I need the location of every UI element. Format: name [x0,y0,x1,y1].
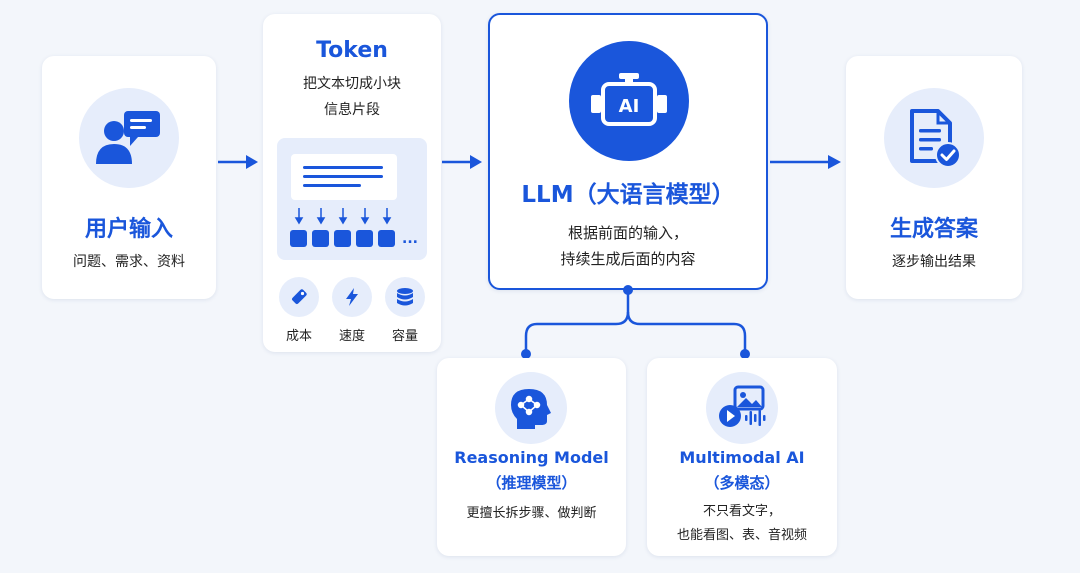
token-block [356,230,373,247]
arrow-llm-to-answer [770,154,844,170]
token-feature-speed: 速度 [326,277,378,344]
token-block [378,230,395,247]
token-card: Token 把文本切成小块 信息片段 ... [263,14,441,352]
document-check-icon [884,88,984,188]
multimodal-desc-line1: 不只看文字， [702,504,781,519]
user-input-title: 用户输入 [84,217,173,242]
arrow-token-to-llm [442,154,484,170]
multimodal-title-line2: （多模态） [704,474,780,492]
multimodal-desc-line2: 也能看图、表、音视频 [676,528,807,543]
reasoning-desc: 更擅长拆步骤、做判断 [466,506,597,521]
token-feature-capacity: 容量 [379,277,431,344]
brain-head-icon [495,372,567,444]
answer-title: 生成答案 [889,217,978,242]
token-desc-line1: 把文本切成小块 [303,76,401,92]
token-illustration: ... [277,138,427,260]
token-block [312,230,329,247]
engine-ai-icon: AI [569,41,689,161]
arrow-user-to-token [218,154,260,170]
feature-label: 速度 [338,329,365,344]
reasoning-title-line2: （推理模型） [486,474,577,492]
split-arrows-icon [294,208,392,225]
answer-card: 生成答案 逐步输出结果 [846,56,1022,299]
answer-desc: 逐步输出结果 [892,254,976,270]
token-block [334,230,351,247]
token-block [290,230,307,247]
text-block-icon [291,154,397,200]
llm-card: AI LLM（大语言模型） 根据前面的输入， 持续生成后面的内容 [488,13,768,290]
tag-icon [279,277,319,317]
ai-text: AI [619,96,640,117]
token-ellipsis: ... [402,230,418,247]
feature-label: 成本 [285,329,312,344]
multimodal-title-line1: Multimodal AI [679,448,805,467]
user-input-card: 用户输入 问题、需求、资料 [42,56,216,299]
llm-desc-line2: 持续生成后面的内容 [560,250,696,268]
token-desc-line2: 信息片段 [324,102,380,118]
llm-desc-line1: 根据前面的输入， [567,224,688,242]
reasoning-title-line1: Reasoning Model [454,448,609,467]
token-title: Token [316,38,388,63]
lightning-icon [332,277,372,317]
user-input-desc: 问题、需求、资料 [73,254,185,270]
database-icon [385,277,425,317]
token-feature-cost: 成本 [273,277,325,344]
multimodal-card: Multimodal AI （多模态） 不只看文字， 也能看图、表、音视频 [647,358,837,556]
user-chat-icon [79,88,179,188]
feature-label: 容量 [391,329,418,344]
branch-connector [521,285,750,359]
llm-title: LLM（大语言模型） [521,182,735,208]
reasoning-card: Reasoning Model （推理模型） 更擅长拆步骤、做判断 [437,358,626,556]
media-icon [706,372,778,444]
token-blocks: ... [290,230,418,247]
